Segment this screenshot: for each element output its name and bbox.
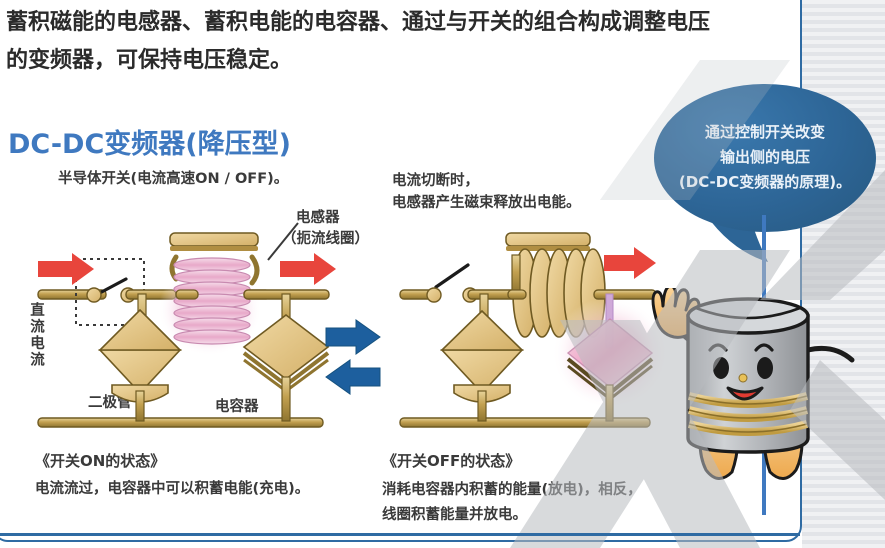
speech-bubble-line-3: (DC-DC变频器的原理)。	[678, 173, 852, 191]
arrow-right-blue	[325, 319, 381, 355]
state-label-switch-off: 《开关OFF的状态》	[382, 452, 521, 470]
state-desc-switch-off-line-2: 线圈积蓄能量并放电。	[382, 507, 527, 523]
capacitor-symbol-left	[242, 289, 330, 422]
inductor-leader-line	[267, 222, 299, 261]
caption-semiconductor-switch: 半导体开关(电流高速ON / OFF)。	[58, 171, 289, 187]
caption-current-cutoff-line-2: 电感器产生磁束释放出电能。	[392, 195, 581, 211]
inductor-symbol-left	[158, 232, 271, 356]
caption-current-cutoff-line-1: 电流切断时，	[392, 173, 479, 189]
caption-current-cutoff: 电流切断时， 电感器产生磁束释放出电能。	[392, 170, 581, 214]
state-desc-switch-on: 电流流过，电容器中可以积蓄电能(充电)。	[35, 481, 310, 497]
transition-arrows	[325, 319, 381, 395]
diode-symbol-right	[440, 289, 524, 422]
speech-bubble-line-1: 通过控制开关改变	[704, 123, 825, 141]
caption-inductor-line-2: （扼流线圈）	[282, 231, 369, 247]
caption-inductor: 电感器 （扼流线圈）	[282, 208, 369, 250]
intro-paragraph: 蓄积磁能的电感器、蓄积电能的电容器、通过与开关的组合构成调整电压 的变频器，可保…	[6, 4, 786, 80]
caption-capacitor: 电容器	[215, 399, 259, 415]
capacitor-mascot	[651, 288, 855, 480]
speech-bubble-line-2: 输出侧的电压	[719, 148, 810, 166]
arrow-right-red-output	[280, 253, 336, 285]
speech-bubble-text: 通过控制开关改变 输出侧的电压 (DC-DC变频器的原理)。	[654, 120, 876, 195]
mascot-body	[686, 297, 810, 454]
caption-inductor-line-1: 电感器	[296, 210, 340, 226]
caption-dc-current: 直流电流	[28, 302, 44, 368]
diode-symbol-left	[98, 308, 182, 422]
caption-diode: 二极管	[88, 395, 132, 411]
ground-rail-left	[37, 417, 324, 428]
state-label-switch-on: 《开关ON的状态》	[35, 452, 166, 470]
state-desc-switch-off: 消耗电容器内积蓄的能量(放电)，相反， 线圈积蓄能量并放电。	[382, 478, 642, 528]
circuit-diagram-switch-on	[37, 232, 336, 428]
state-desc-switch-off-line-1: 消耗电容器内积蓄的能量(放电)，相反，	[382, 482, 642, 498]
section-title: DC-DC变频器(降压型)	[8, 129, 291, 160]
arrow-right-red-input	[38, 253, 94, 285]
intro-line-2: 的变频器，可保持电压稳定。	[6, 48, 293, 73]
bottom-rule	[0, 533, 800, 536]
circuit-diagram-switch-off	[399, 232, 668, 428]
arrow-right-red-output-right	[604, 247, 656, 279]
intro-line-1: 蓄积磁能的电感器、蓄积电能的电容器、通过与开关的组合构成调整电压	[6, 10, 711, 35]
arrow-left-blue	[325, 359, 381, 395]
